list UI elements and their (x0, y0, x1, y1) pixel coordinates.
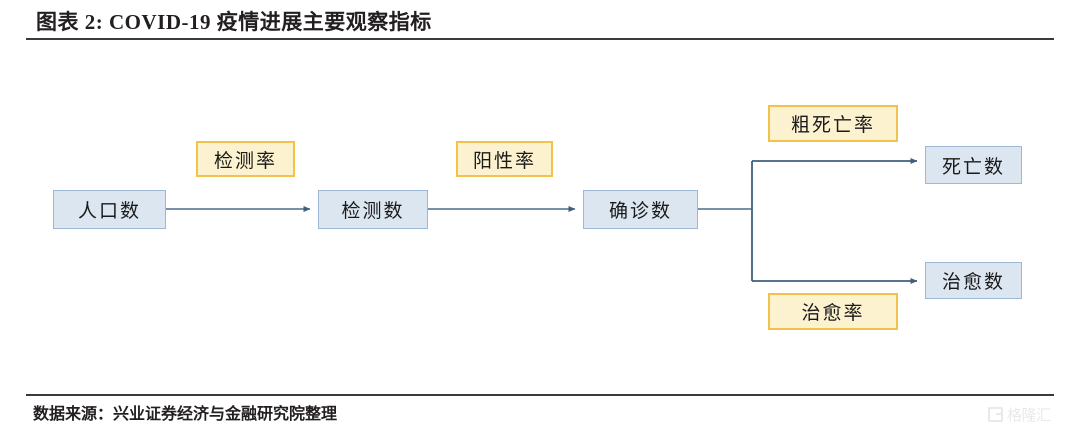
node-confirmed[interactable]: 确诊数 (583, 190, 698, 229)
source-note: 数据来源：兴业证券经济与金融研究院整理 (33, 406, 338, 423)
watermark-label: 格隆汇 (1007, 407, 1051, 424)
watermark: 格隆汇 (988, 404, 1051, 425)
label-positivity-rate[interactable]: 阳性率 (456, 141, 553, 177)
label-cure-rate[interactable]: 治愈率 (768, 293, 898, 330)
label-testing-rate[interactable]: 检测率 (196, 141, 295, 177)
node-population[interactable]: 人口数 (53, 190, 166, 229)
watermark-logo-icon (988, 407, 1003, 422)
label-crude-death-rate[interactable]: 粗死亡率 (768, 105, 898, 142)
title-divider (26, 38, 1054, 40)
node-deaths[interactable]: 死亡数 (925, 146, 1022, 184)
page-title: 图表 2: COVID-19 疫情进展主要观察指标 (36, 10, 432, 34)
node-tested[interactable]: 检测数 (318, 190, 428, 229)
footer-divider (26, 394, 1054, 396)
node-cured[interactable]: 治愈数 (925, 262, 1022, 299)
